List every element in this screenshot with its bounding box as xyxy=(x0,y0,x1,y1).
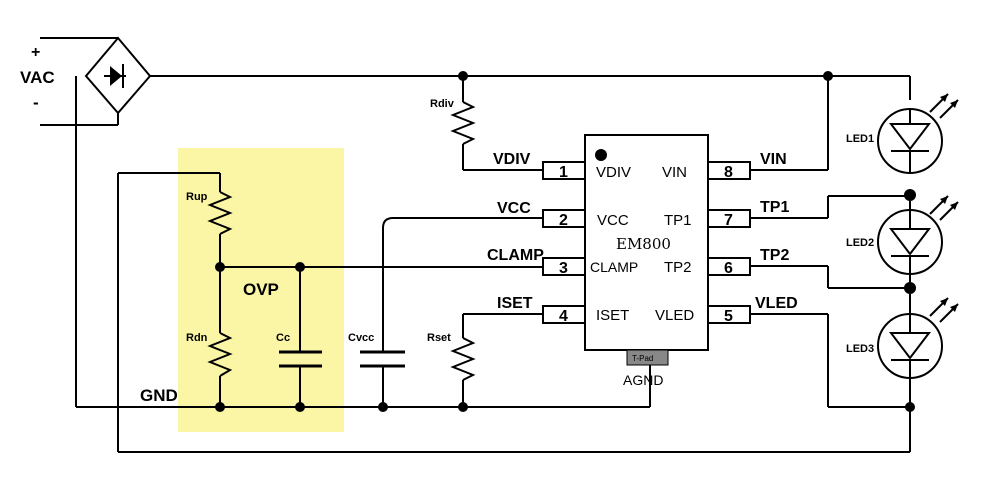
led2-label: LED2 xyxy=(846,237,874,249)
cc-label: Cc xyxy=(276,332,290,344)
pin-num-5: 5 xyxy=(724,308,733,325)
rup-resistor xyxy=(207,191,233,235)
led1-led2-junction xyxy=(904,189,916,201)
vac-minus-label: - xyxy=(33,93,39,112)
gnd-junction-cc xyxy=(295,402,305,412)
ic-pin-tp2: TP2 xyxy=(664,259,692,276)
agnd-label: AGND xyxy=(623,372,663,388)
net-tp1: TP1 xyxy=(760,199,789,216)
ic-pin-vcc: VCC xyxy=(597,212,629,229)
led1 xyxy=(877,93,959,174)
gnd-junction-rdn xyxy=(215,402,225,412)
bridge-rectifier xyxy=(84,36,152,115)
led2-led3-junction xyxy=(904,282,916,294)
net-vled: VLED xyxy=(755,295,798,312)
gnd-junction-rset xyxy=(458,402,468,412)
pin-num-1: 1 xyxy=(559,164,568,181)
net-iset: ISET xyxy=(497,295,533,312)
vin-junction xyxy=(823,71,833,81)
ovp-highlight-region xyxy=(178,148,344,432)
vac-plus-label: + xyxy=(31,44,40,61)
rset-resistor xyxy=(450,337,476,381)
pin-num-4: 4 xyxy=(559,308,568,325)
cvcc-label: Cvcc xyxy=(348,332,374,344)
led3 xyxy=(877,294,959,407)
cvcc-capacitor xyxy=(360,350,405,368)
led3-gnd-junction xyxy=(905,402,915,412)
tpad-label: T-Pad xyxy=(632,354,653,363)
pin-box-1 xyxy=(542,161,586,180)
ovp-label: OVP xyxy=(243,280,279,299)
pin-num-8: 8 xyxy=(724,164,733,181)
pin-box-2 xyxy=(542,209,586,228)
ic-pin-vled: VLED xyxy=(655,307,694,324)
net-vdiv: VDIV xyxy=(493,151,531,168)
led2 xyxy=(877,195,959,288)
rdn-label: Rdn xyxy=(186,332,208,344)
pin-num-3: 3 xyxy=(559,260,568,277)
pin-num-7: 7 xyxy=(724,212,733,229)
tpad xyxy=(626,349,669,366)
rup-label: Rup xyxy=(186,191,208,203)
net-vin: VIN xyxy=(760,151,787,168)
pin-box-3 xyxy=(542,257,586,276)
gnd-junction-cvcc xyxy=(378,402,388,412)
rdiv-resistor xyxy=(450,101,476,145)
led3-label: LED3 xyxy=(846,343,874,355)
net-tp2: TP2 xyxy=(760,247,789,264)
rdiv-label: Rdiv xyxy=(430,98,455,110)
led1-label: LED1 xyxy=(846,133,874,145)
pin-box-4 xyxy=(542,305,586,324)
rset-label: Rset xyxy=(427,332,451,344)
ic-pin-clamp: CLAMP xyxy=(590,259,638,275)
vac-label: VAC xyxy=(20,68,55,87)
ic-pin-tp1: TP1 xyxy=(664,212,692,229)
net-clamp: CLAMP xyxy=(487,247,544,264)
net-vcc: VCC xyxy=(497,200,531,217)
rdn-resistor xyxy=(207,332,233,377)
pin-num-6: 6 xyxy=(724,260,733,277)
pin-num-2: 2 xyxy=(559,212,568,229)
ic-pin-iset: ISET xyxy=(596,307,629,324)
pin1-marker xyxy=(595,149,607,161)
ic-body xyxy=(584,134,709,351)
gnd-label: GND xyxy=(140,386,178,405)
ic-pin-vin: VIN xyxy=(662,164,687,181)
ic-name: EM800 xyxy=(616,235,671,253)
ic-pin-vdiv: VDIV xyxy=(596,164,631,181)
